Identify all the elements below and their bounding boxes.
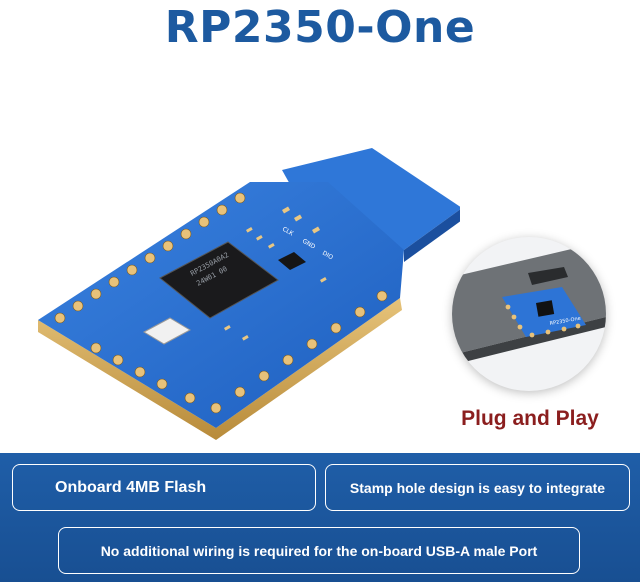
stamp-holes-bottom — [90, 290, 388, 414]
silk-dio: DIO — [321, 250, 334, 262]
inset-caption: Plug and Play — [461, 407, 599, 430]
board-illustration: RP2350A0A2 24W01 00 CLK GND DIO — [38, 148, 460, 440]
smd-components — [224, 206, 327, 341]
crystal — [142, 317, 192, 345]
stamp-holes-left — [54, 192, 246, 324]
feature-stamp-hole: Stamp hole design is easy to integrate — [325, 464, 630, 511]
feature-flash: Onboard 4MB Flash — [12, 464, 316, 511]
inset-board: RP2350-One — [502, 287, 586, 338]
inset-board-label: RP2350-One — [549, 316, 581, 327]
regulator-chip — [278, 252, 306, 270]
page-title: RP2350-One — [164, 2, 476, 53]
feature-banner — [0, 453, 640, 582]
feature-usb: No additional wiring is required for the… — [58, 527, 580, 574]
usb-port — [528, 267, 568, 285]
inset-photo: RP2350-One — [452, 237, 606, 391]
